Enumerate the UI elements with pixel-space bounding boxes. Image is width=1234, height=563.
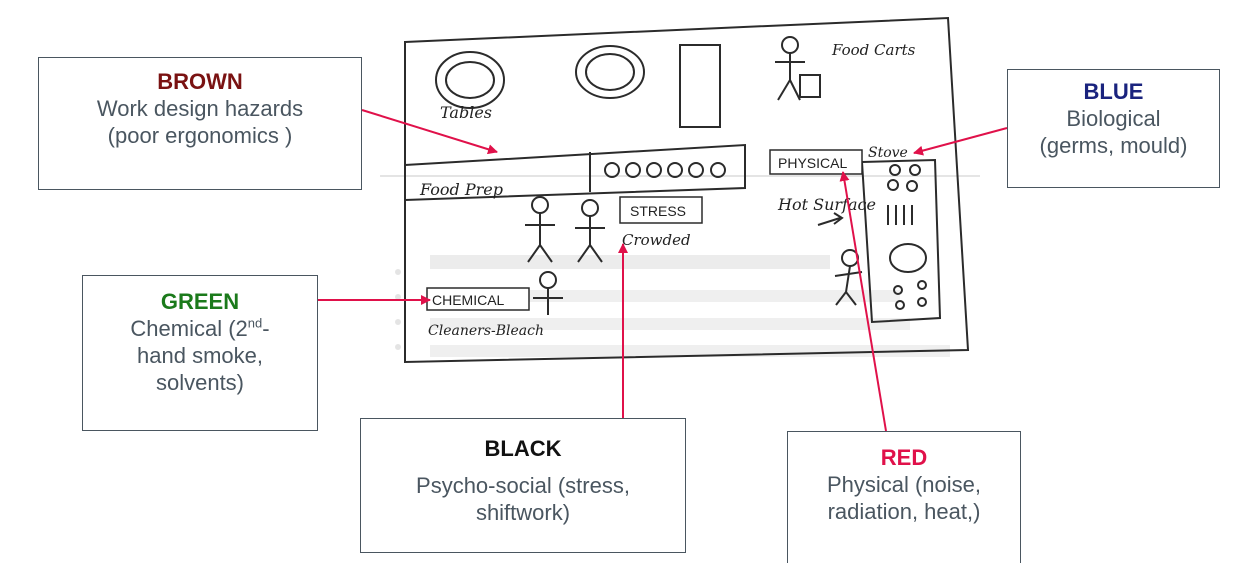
floor-plan-sketch (404, 16, 970, 364)
callout-brown-line2: (poor ergonomics ) (107, 123, 293, 148)
arrow-red (839, 171, 887, 432)
callout-blue-line2: (germs, mould) (1039, 133, 1188, 158)
callout-brown: BROWN Work design hazards (poor ergonomi… (38, 57, 362, 190)
stove-burners (887, 164, 927, 310)
stress-tag-label: STRESS (630, 203, 686, 219)
callout-green-superscript: nd (247, 315, 263, 331)
counter-sinks (604, 162, 726, 178)
food-carts-label: Food Carts (831, 41, 916, 59)
callout-red: RED Physical (noise, radiation, heat,) (787, 431, 1021, 563)
stress-tag-box (619, 196, 703, 224)
callout-blue-line1: Biological (1066, 106, 1161, 131)
arrow-blue (913, 127, 1008, 156)
stove-label: Stove (868, 145, 908, 161)
callout-green-line1: Chemical (2nd- (130, 315, 270, 341)
hot-surface-label: Hot Surface (777, 195, 876, 214)
tables-label: Tables (440, 103, 492, 122)
callout-green-heading: GREEN (160, 289, 240, 314)
callout-blue-heading: BLUE (1083, 79, 1144, 104)
cleaners-label: Cleaners-Bleach (428, 323, 544, 339)
physical-tag-label: PHYSICAL (778, 155, 847, 171)
tables-drawing (435, 45, 645, 109)
worker-figures (525, 196, 863, 315)
callout-green-line3: solvents) (155, 370, 245, 395)
callout-black-heading: BLACK (484, 436, 562, 461)
callout-green-line2: hand smoke, (137, 343, 263, 368)
callout-red-line2: radiation, heat,) (827, 499, 981, 524)
chemical-tag-label: CHEMICAL (432, 292, 505, 308)
food-cart-figure (775, 36, 821, 101)
callout-blue: BLUE Biological (germs, mould) (1007, 69, 1220, 188)
callout-brown-heading: BROWN (157, 69, 243, 94)
callout-green: GREEN Chemical (2nd- hand smoke, solvent… (82, 275, 318, 431)
crowded-label: Crowded (622, 231, 691, 249)
hot-surface-arrow (817, 212, 844, 226)
callout-arrows (318, 109, 1008, 432)
callout-red-line1: Physical (noise, (826, 472, 982, 497)
arrow-brown (361, 109, 498, 155)
callout-brown-line1: Work design hazards (96, 96, 304, 121)
physical-tag-box (769, 149, 863, 175)
callout-black-line1: Psycho-social (stress, (416, 473, 630, 498)
callout-black: BLACK Psycho-social (stress, shiftwork) (360, 418, 686, 553)
callout-red-heading: RED (880, 445, 928, 470)
callout-black-line2: shiftwork) (475, 500, 571, 525)
food-prep-label: Food Prep (419, 180, 503, 199)
